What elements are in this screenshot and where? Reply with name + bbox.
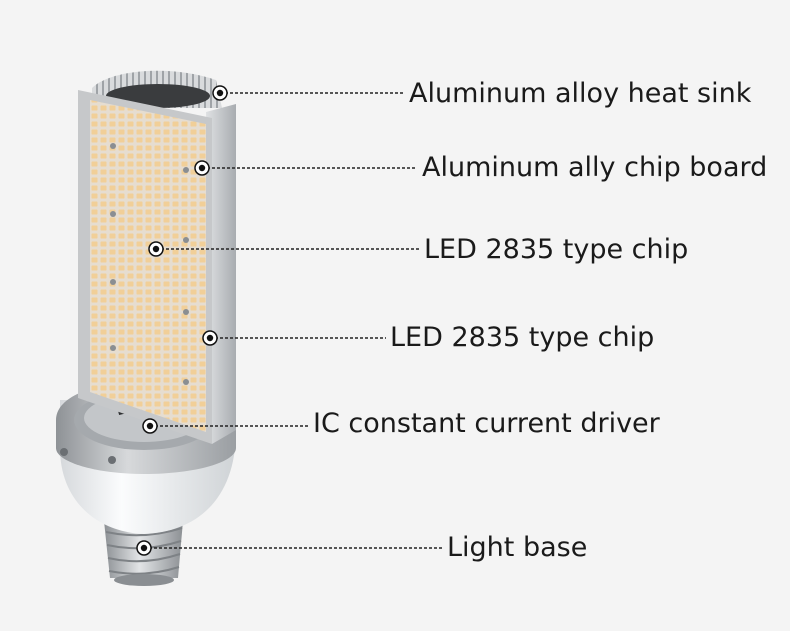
side-panel bbox=[206, 104, 236, 444]
callout-label-chip-board: Aluminum ally chip board bbox=[422, 152, 768, 183]
callout-label-driver: IC constant current driver bbox=[313, 408, 660, 439]
callout-marker-core-chip-board bbox=[198, 164, 206, 172]
callout-label-led-chip-upper: LED 2835 type chip bbox=[424, 234, 689, 265]
callout-marker-core-heat-sink bbox=[216, 89, 224, 97]
callout-label-light-base: Light base bbox=[447, 532, 588, 563]
callout-label-led-chip-lower: LED 2835 type chip bbox=[390, 322, 655, 353]
chip-board bbox=[78, 90, 212, 444]
callout-label-heat-sink: Aluminum alloy heat sink bbox=[409, 78, 752, 109]
leader-lines bbox=[136, 85, 442, 556]
callout-marker-core-led-chip-upper bbox=[152, 245, 160, 253]
callout-marker-core-light-base bbox=[140, 544, 148, 552]
callout-marker-core-led-chip-lower bbox=[206, 334, 214, 342]
callout-marker-core-driver bbox=[146, 422, 154, 430]
